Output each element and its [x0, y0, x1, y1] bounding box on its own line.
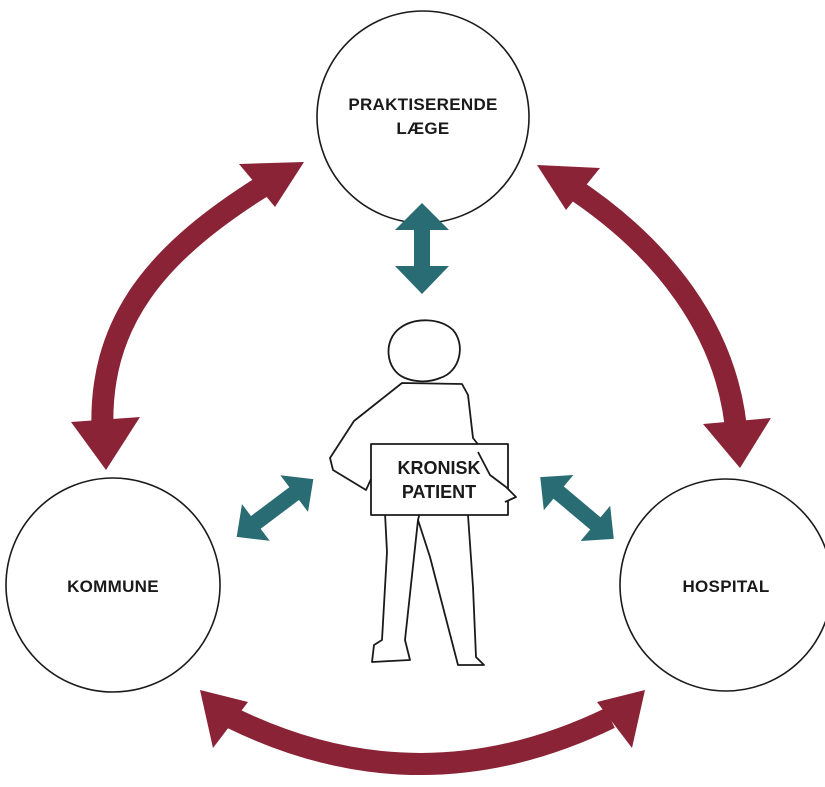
outer-arrow-municipality-hospital [200, 690, 645, 775]
patient-head [387, 319, 461, 383]
hospital-node-circle [619, 478, 825, 692]
patient-body [329, 382, 485, 666]
outer-arrow-gp-hospital [537, 165, 771, 468]
municipality-node-circle [5, 477, 221, 693]
gp-node-label-line1: PRAKTISERENDE [348, 95, 497, 114]
outer-arrow-gp-municipality [71, 162, 304, 470]
patient-sign-line2: PATIENT [402, 482, 476, 502]
gp-node-circle [316, 10, 530, 224]
patient-sign [370, 443, 509, 516]
hospital-node-label: HOSPITAL [682, 577, 769, 596]
inner-arrow-patient-municipality [236, 475, 314, 541]
patient-figure [329, 319, 517, 666]
inner-arrow-patient-gp [395, 203, 449, 294]
municipality-node-label: KOMMUNE [67, 577, 159, 596]
gp-node-label-line2: LÆGE [396, 119, 449, 138]
inner-arrow-patient-hospital [540, 474, 614, 542]
patient-sign-line1: KRONISK [397, 458, 480, 478]
